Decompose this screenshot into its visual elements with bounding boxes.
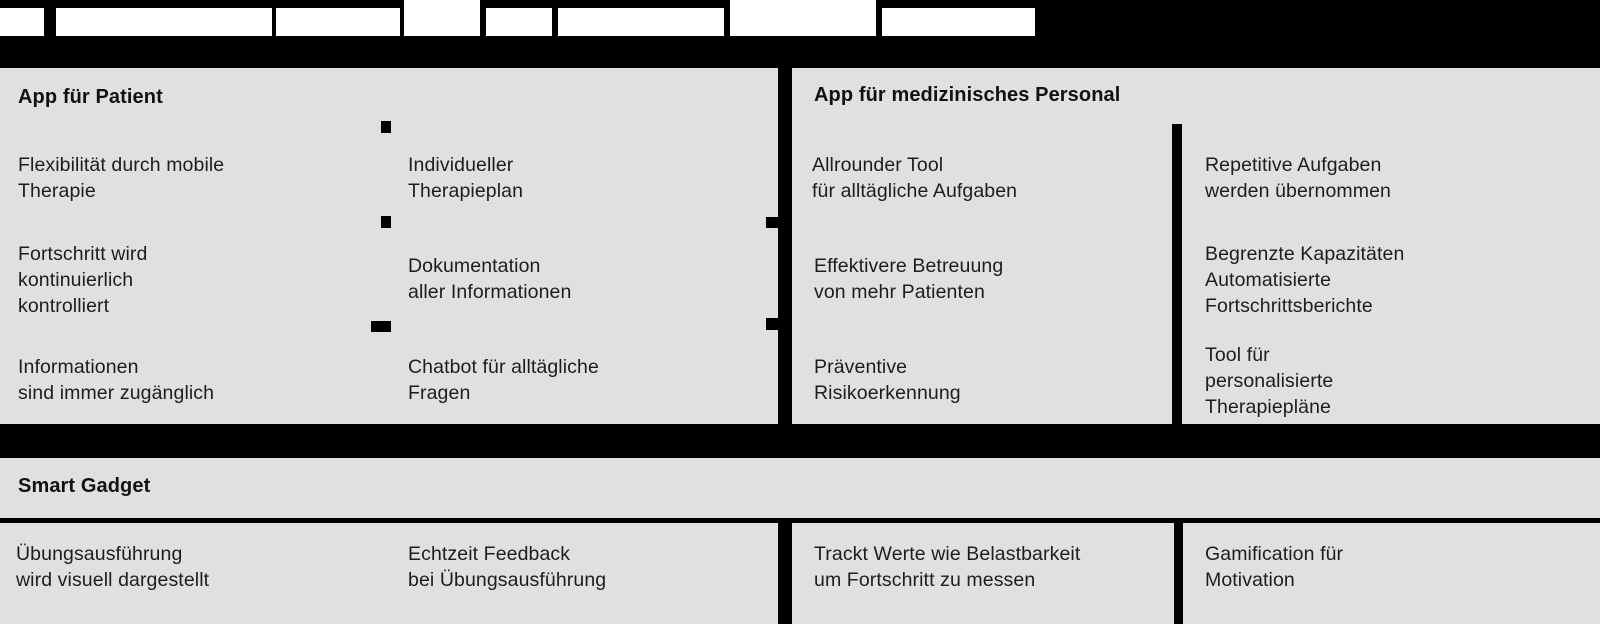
personal-item-5: Begrenzte Kapazitäten Automatisierte For… xyxy=(1205,243,1405,317)
divider-right-panel-inner xyxy=(1172,124,1182,424)
card-smart-gadget-3[interactable] xyxy=(1183,523,1600,624)
card-smart-gadget-1[interactable] xyxy=(0,523,778,624)
smart-gadget-item-1: Übungsausführung wird visuell dargestell… xyxy=(16,543,210,591)
header-block-6 xyxy=(558,8,724,36)
patient-item-2: Fortschritt wird kontinuierlich kontroll… xyxy=(18,243,148,317)
panel-title-app-personal: App für medizinisches Personal xyxy=(814,84,1121,106)
divider-tick-left-2 xyxy=(766,318,778,330)
divider-tick-left-1 xyxy=(766,217,778,228)
header-block-1 xyxy=(0,8,44,36)
bullet-marker-icon-3 xyxy=(371,321,391,332)
smart-gadget-item-2: Echtzeit Feedback bei Übungsausführung xyxy=(408,543,607,591)
card-smart-gadget-2[interactable] xyxy=(792,523,1174,624)
patient-item-1: Flexibilität durch mobile Therapie xyxy=(18,154,225,202)
bullet-marker-icon-1 xyxy=(381,121,391,133)
header-block-3 xyxy=(276,8,400,36)
panel-title-smart-gadget: Smart Gadget xyxy=(18,475,151,497)
bullet-marker-icon-2 xyxy=(381,216,391,228)
panel-app-fuer-medizinisches-personal[interactable] xyxy=(792,68,1600,424)
patient-item-4: Individueller Therapieplan xyxy=(408,154,524,202)
header-block-4 xyxy=(404,0,480,36)
smart-gadget-item-4: Gamification für Motivation xyxy=(1205,543,1344,591)
panel-title-app-patient: App für Patient xyxy=(18,86,163,108)
personal-item-2: Effektivere Betreuung von mehr Patienten xyxy=(814,255,1004,303)
patient-item-3: Informationen sind immer zugänglich xyxy=(18,356,215,404)
divider-center-vertical xyxy=(778,68,792,424)
header-block-8 xyxy=(882,8,1035,36)
header-block-2 xyxy=(56,8,272,36)
band-smart-gadget-title[interactable] xyxy=(0,458,1600,518)
patient-item-5: Dokumentation aller Informationen xyxy=(408,255,572,303)
patient-item-6: Chatbot für alltägliche Fragen xyxy=(408,356,599,404)
personal-item-1: Allrounder Tool für alltägliche Aufgaben xyxy=(812,154,1018,202)
personal-item-6: Tool für personalisierte Therapiepläne xyxy=(1205,344,1334,418)
personal-item-4: Repetitive Aufgaben werden übernommen xyxy=(1205,154,1391,202)
header-block-5 xyxy=(486,8,552,36)
cut-off-header-row xyxy=(0,0,1600,36)
smart-gadget-item-3: Trackt Werte wie Belastbarkeit um Fortsc… xyxy=(814,543,1081,591)
header-block-7 xyxy=(730,0,876,36)
personal-item-3: Präventive Risikoerkennung xyxy=(814,356,961,404)
